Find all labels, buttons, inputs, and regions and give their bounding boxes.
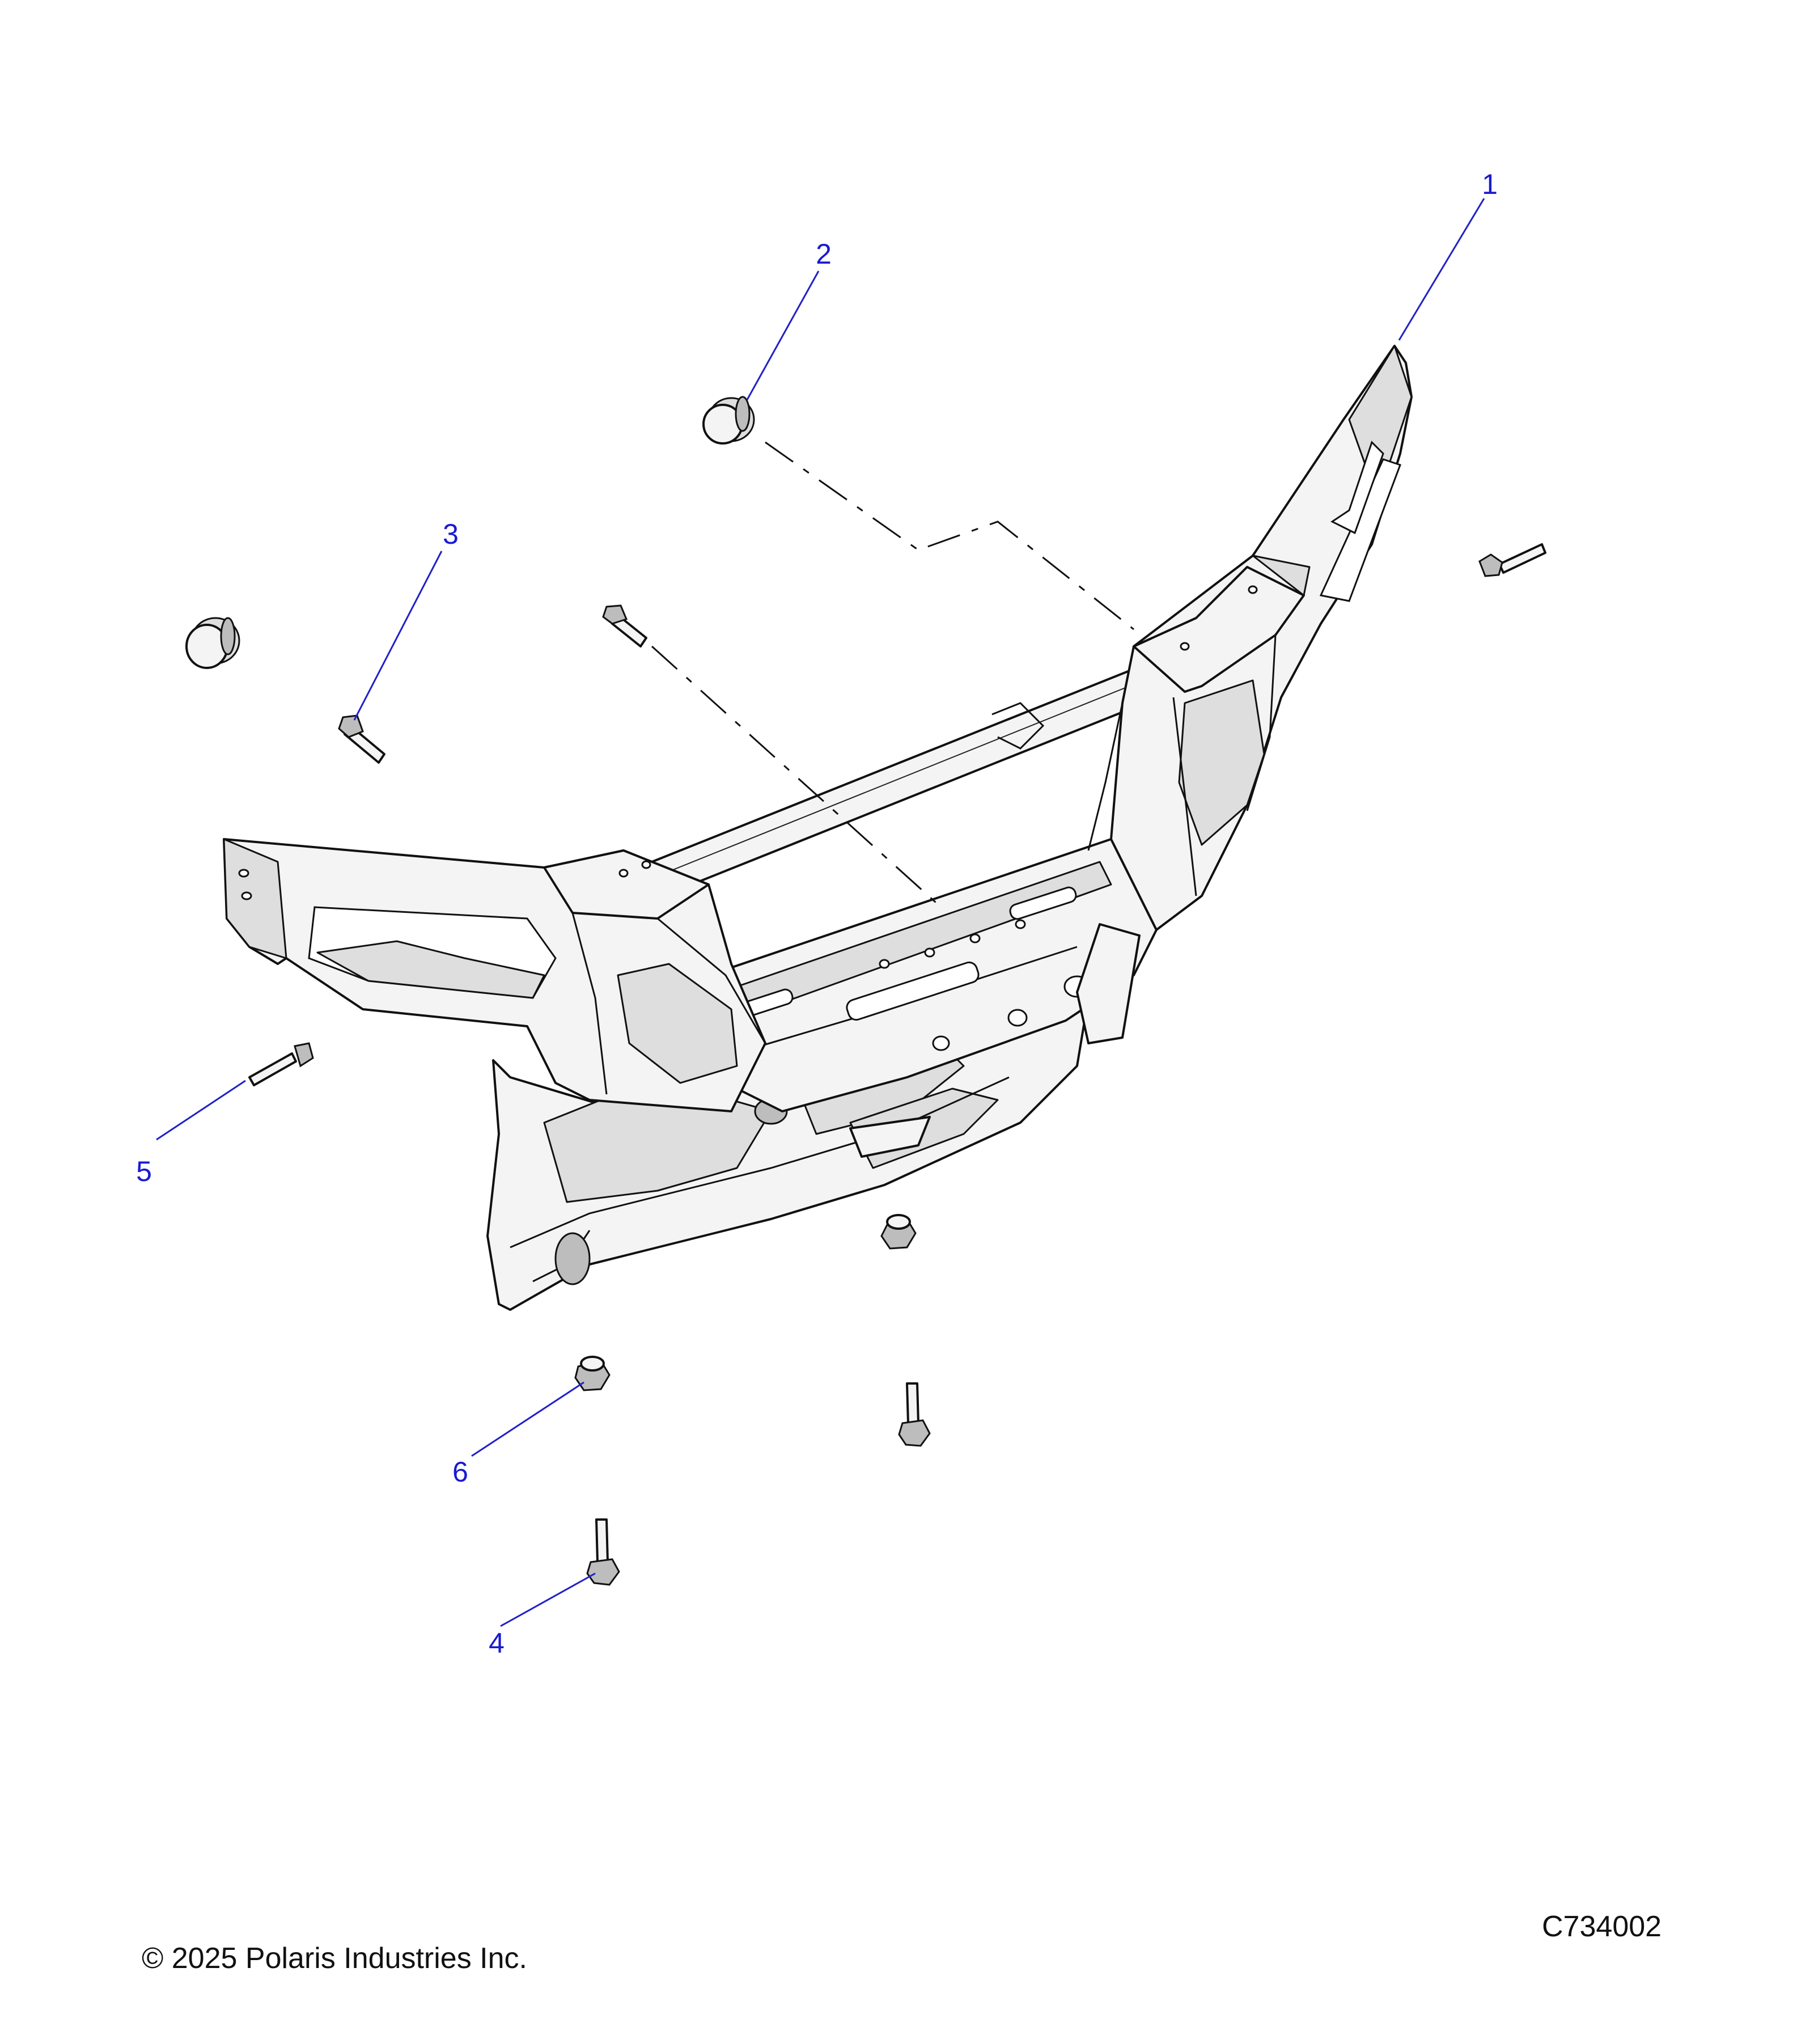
callout-2: 2	[816, 238, 832, 270]
bolt-3	[338, 714, 385, 764]
bolt-center	[602, 604, 647, 648]
callout-5: 5	[136, 1156, 152, 1187]
plug-cap-2	[702, 396, 755, 445]
front-bumper-assembly	[223, 345, 1413, 1311]
callout-4: 4	[489, 1627, 505, 1659]
leader-4	[500, 1572, 596, 1627]
leader-lines	[156, 198, 1485, 1627]
copyright-text: © 2025 Polaris Industries Inc.	[142, 1942, 527, 1975]
leader-3	[353, 551, 443, 721]
bolt-center-lower	[898, 1382, 931, 1447]
leader-1	[1398, 198, 1485, 341]
leader-2	[746, 270, 820, 400]
callout-6: 6	[452, 1456, 468, 1488]
plug-cap-left	[185, 617, 240, 669]
centerline-plug	[765, 441, 1134, 630]
nut-center	[880, 1214, 917, 1250]
callout-3: 3	[443, 518, 459, 550]
callout-1: 1	[1482, 168, 1498, 200]
bolt-right	[1478, 543, 1546, 577]
leader-5	[156, 1080, 246, 1141]
bolt-4	[586, 1518, 620, 1586]
bolt-5	[248, 1042, 314, 1086]
drawing-id: C734002	[1542, 1910, 1662, 1943]
leader-6	[471, 1381, 584, 1457]
